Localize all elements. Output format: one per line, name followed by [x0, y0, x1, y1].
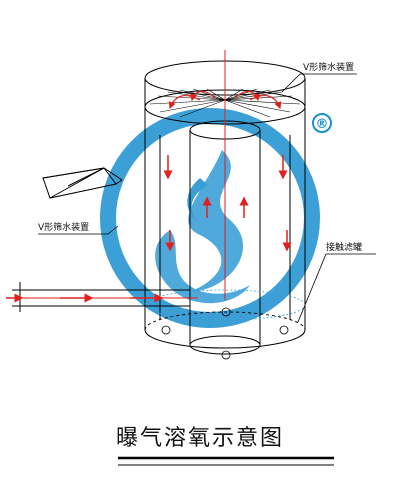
svg-text:®: ®	[316, 117, 329, 132]
outer-tank	[144, 60, 306, 349]
label-v-device-left: V形筛水装置	[38, 223, 90, 233]
caption-underline	[118, 456, 334, 466]
diagram-caption: 曝气溶氧示意图	[115, 426, 284, 451]
inlet-pipe	[6, 282, 198, 312]
watermark-logo	[100, 108, 320, 328]
leader-lines	[38, 73, 376, 323]
registered-mark: ®	[312, 113, 332, 133]
top-flow-arcs	[168, 90, 282, 110]
bottom-holes	[161, 307, 289, 360]
v-device-funnel	[42, 167, 123, 199]
label-v-device-top: V形筛水装置	[303, 63, 355, 73]
label-filter-tank: 接触滤罐	[326, 243, 363, 253]
annulus-flow-arrows	[163, 155, 292, 252]
